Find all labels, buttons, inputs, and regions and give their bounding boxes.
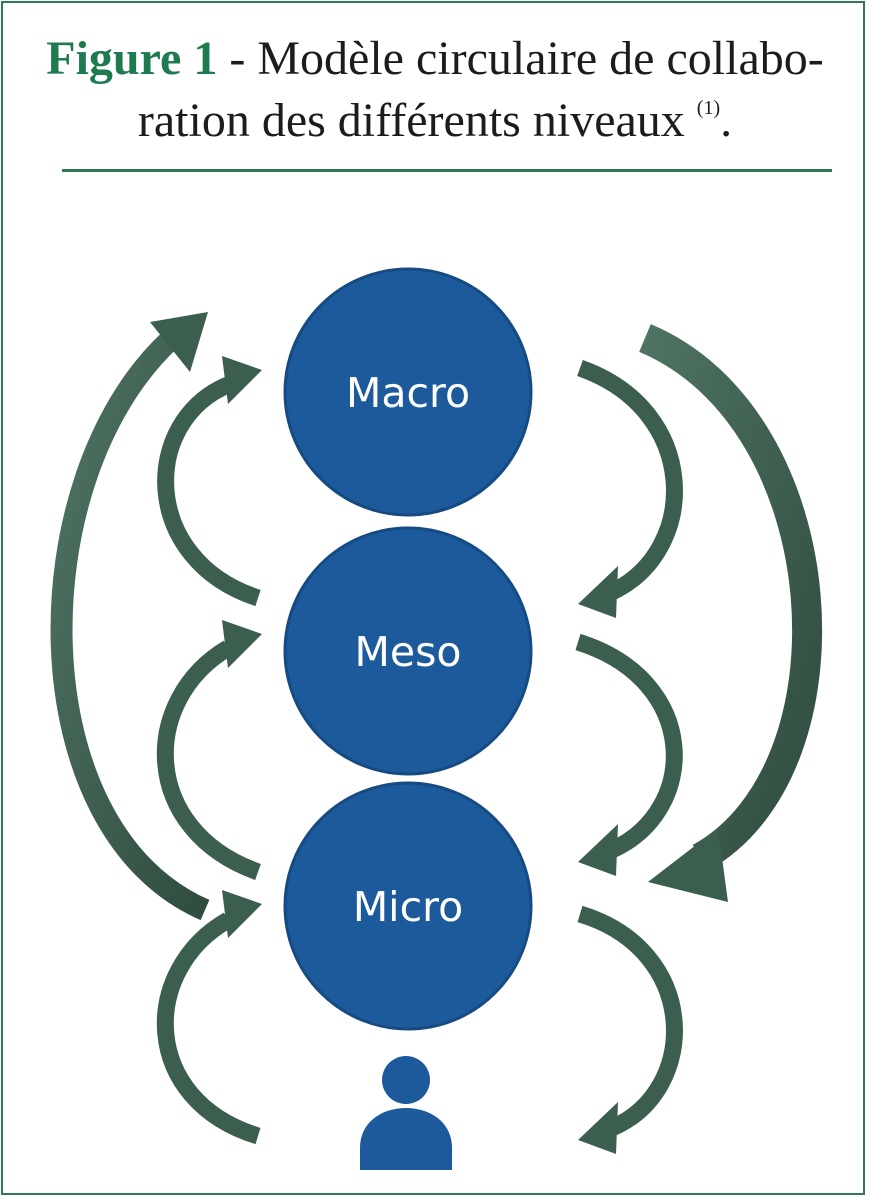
level-micro: Micro (283, 781, 533, 1031)
arrow-left-micro-to-meso (156, 620, 262, 881)
figure-caption: Figure 1 - Modèle circulaire de collabo-… (0, 28, 870, 152)
level-macro-label: Macro (346, 369, 470, 417)
level-micro-label: Micro (353, 883, 463, 931)
arrow-outer-left-up (50, 312, 210, 921)
figure-label: Figure 1 (46, 32, 218, 85)
arrow-right-macro-to-meso (577, 359, 683, 618)
arrow-left-person-to-micro (156, 890, 262, 1145)
caption-line-2: ration des différents niveaux (137, 94, 685, 147)
caption-line-1: - Modèle circulaire de collabo- (217, 32, 824, 85)
level-macro: Macro (283, 267, 533, 517)
level-meso-label: Meso (354, 628, 461, 676)
arrow-left-meso-to-macro (157, 356, 262, 607)
arrow-outer-right-down (639, 324, 822, 902)
arrow-right-micro-to-person (577, 905, 683, 1154)
arrow-right-meso-to-micro (575, 633, 683, 876)
level-meso: Meso (283, 526, 533, 776)
caption-end: . (720, 94, 733, 147)
caption-rule (62, 169, 832, 172)
person-icon (360, 1056, 452, 1170)
caption-reference: (1) (696, 97, 721, 119)
